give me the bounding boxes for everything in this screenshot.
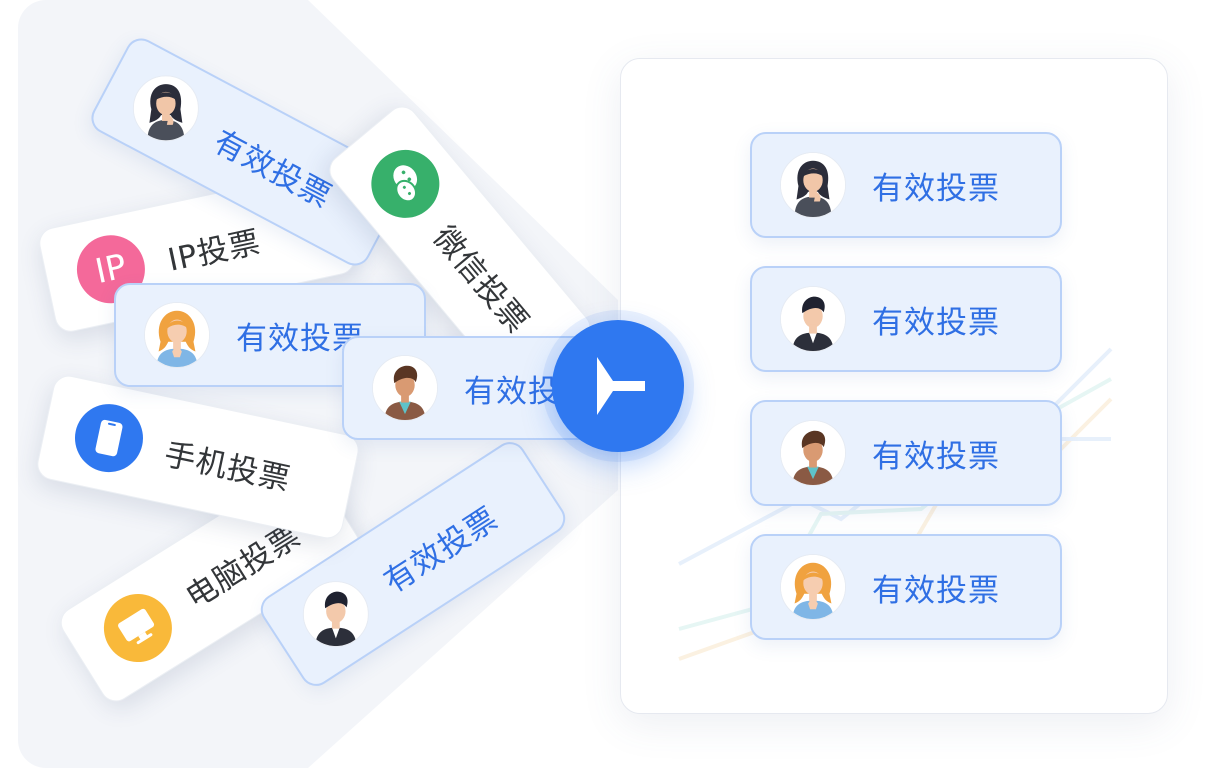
- avatar-man-dark: [302, 581, 369, 648]
- source-card-wechat: 微信投票: [322, 100, 598, 398]
- avatar-man-brown: [780, 420, 846, 486]
- source-card-pc: 电脑投票: [54, 458, 366, 708]
- avatar-man-dark: [780, 286, 846, 352]
- result-label: 有效投票: [872, 438, 1000, 475]
- source-label: 手机投票: [161, 435, 294, 498]
- result-card-4: 有效投票: [750, 534, 1062, 640]
- result-label: 有效投票: [872, 572, 1000, 609]
- avatar-woman-orange: [780, 554, 846, 620]
- avatar-woman-orange: [144, 302, 210, 368]
- avatar-woman-dark: [132, 75, 199, 142]
- avatar-man-brown: [372, 355, 438, 421]
- result-card-3: 有效投票: [750, 400, 1062, 506]
- result-label: 有效投票: [872, 170, 1000, 207]
- result-card-2: 有效投票: [750, 266, 1062, 372]
- result-card-1: 有效投票: [750, 132, 1062, 238]
- monitor-icon: [91, 581, 185, 675]
- wechat-icon: [357, 135, 454, 232]
- avatar-woman-dark: [780, 152, 846, 218]
- result-label: 有效投票: [872, 304, 1000, 341]
- merge-button[interactable]: [552, 320, 684, 452]
- phone-icon: [68, 397, 150, 479]
- source-card-mobile: 手机投票: [34, 372, 362, 542]
- merge-arrow-icon: [597, 357, 645, 415]
- incoming-label: 有效投票: [236, 320, 364, 357]
- source-label: IP投票: [164, 223, 264, 279]
